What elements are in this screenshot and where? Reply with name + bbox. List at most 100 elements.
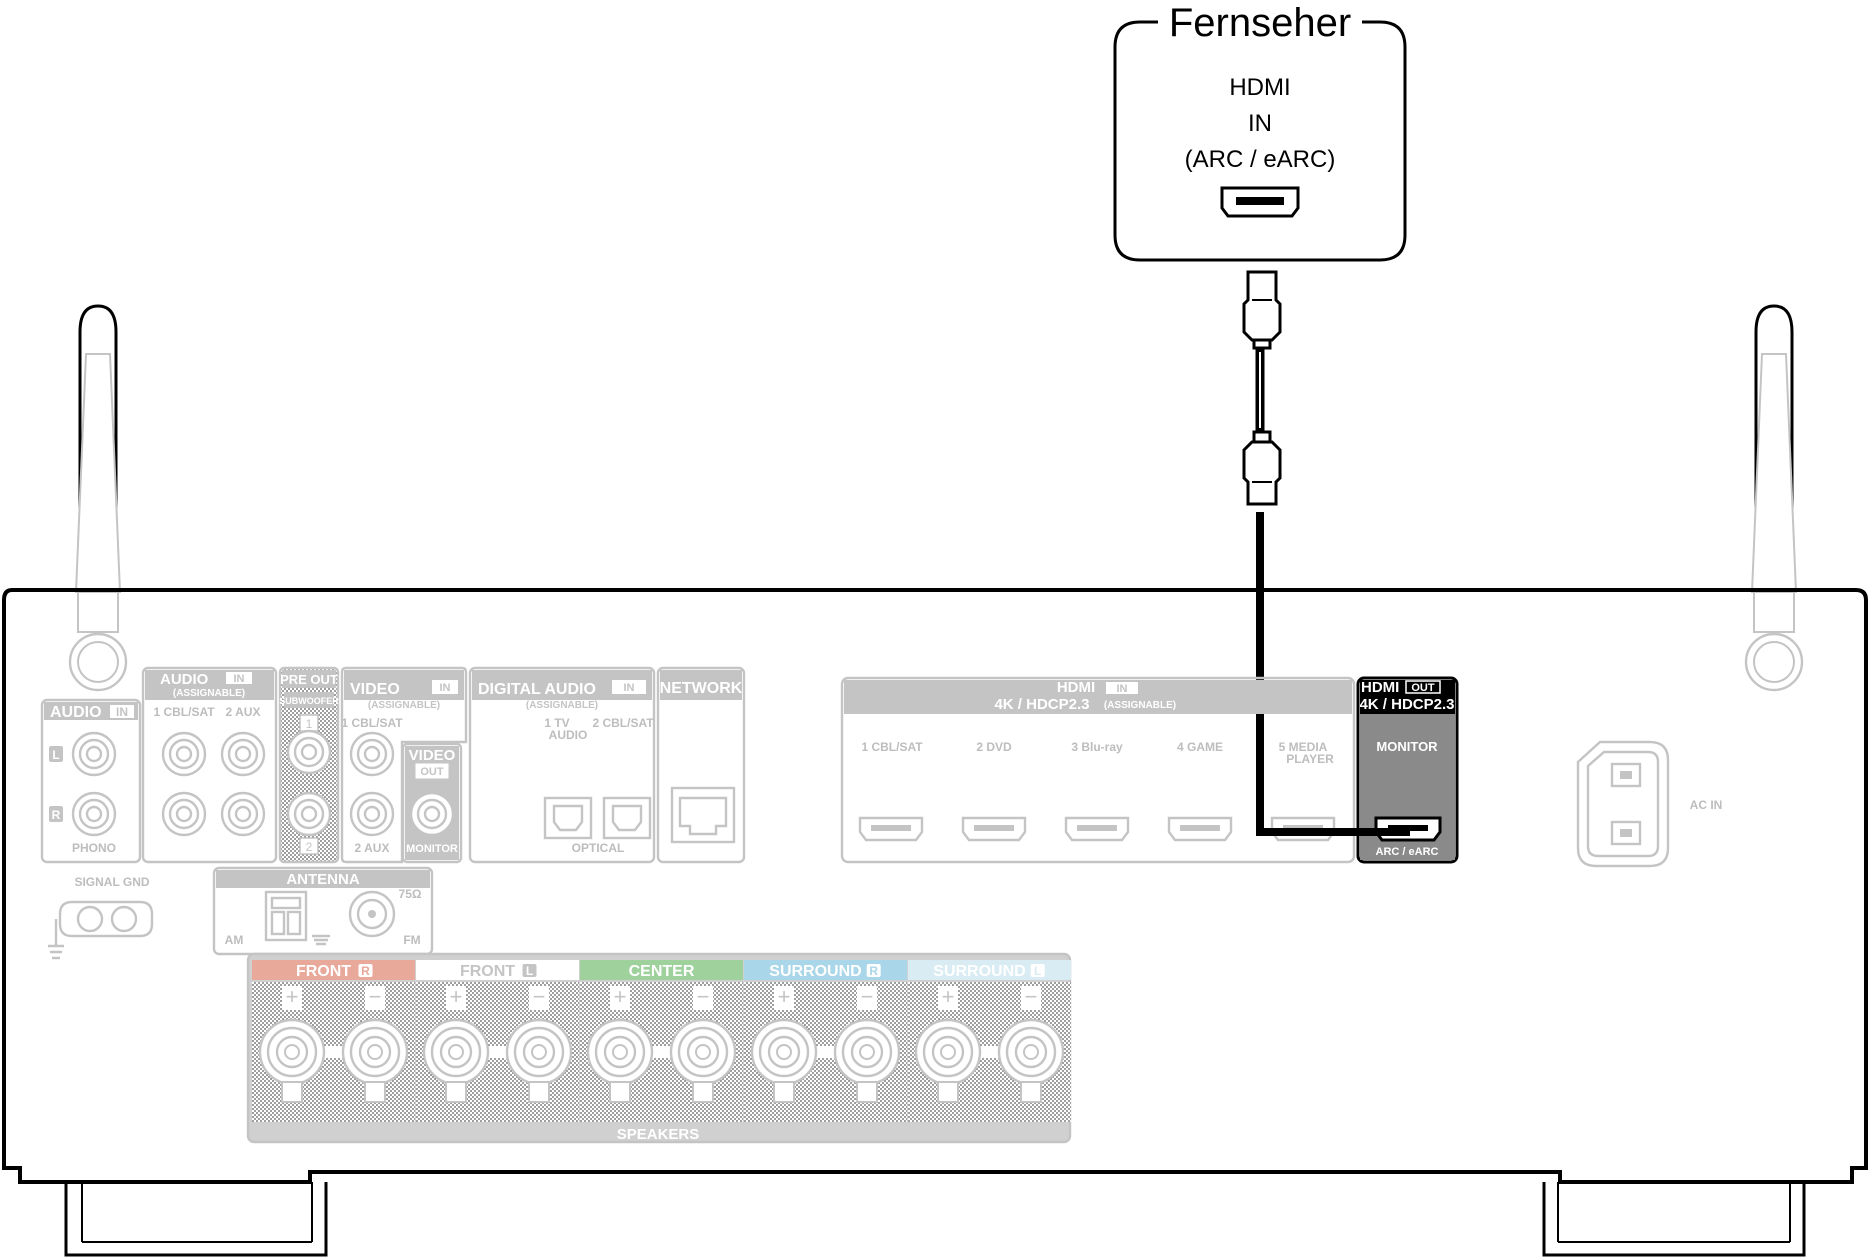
optical-label: OPTICAL — [572, 841, 625, 855]
audio-in-1-r-jack[interactable] — [161, 791, 207, 837]
hdmi-out-sub: 4K / HDCP2.3 — [1359, 696, 1454, 713]
speaker-side-label: R — [361, 964, 370, 978]
terminal-sign: + — [286, 984, 299, 1009]
tv-port-line1: HDMI — [1229, 74, 1290, 101]
positive-terminal[interactable]: + — [914, 984, 982, 1103]
hdmi-in-4-port[interactable] — [1167, 816, 1233, 842]
right-antenna — [1744, 304, 1804, 692]
digital-audio-j2-label: 2 CBL/SAT — [592, 716, 654, 730]
audio-in-badge: IN — [234, 673, 245, 685]
video-out-monitor-jack[interactable] — [409, 791, 455, 837]
video-in-title: VIDEO — [350, 681, 400, 698]
antenna-title: ANTENNA — [286, 871, 359, 888]
antenna-section: ANTENNA AM 75Ω FM — [212, 866, 434, 956]
digital-audio-j1-label: 1 TV — [544, 716, 569, 730]
subwoofer-2-jack[interactable] — [286, 791, 332, 837]
speaker-side-label: L — [526, 964, 533, 978]
speakers-title: SPEAKERS — [617, 1126, 700, 1143]
phono-badge: IN — [116, 705, 128, 719]
hdmi-in-sub: 4K / HDCP2.3 — [994, 696, 1089, 713]
digital-audio-sub: (ASSIGNABLE) — [526, 700, 598, 711]
network-port[interactable] — [670, 786, 736, 844]
terminal-sign: − — [533, 984, 546, 1009]
positive-terminal[interactable]: + — [586, 984, 654, 1103]
speaker-group-label: FRONT — [296, 963, 351, 980]
terminal-sign-bg — [938, 986, 958, 1010]
video-in-1-jack[interactable] — [349, 731, 395, 777]
optical-2-port[interactable] — [602, 796, 652, 840]
hdmi-in-port-label: 3 Blu-ray — [1071, 740, 1123, 754]
speaker-group-label: SURROUND — [933, 963, 1025, 980]
negative-terminal[interactable]: − — [505, 984, 573, 1103]
hdmi-in-badge: IN — [1117, 683, 1128, 695]
signal-gnd-terminal[interactable]: SIGNAL GND — [48, 875, 154, 960]
audio-in-2-r-jack[interactable] — [220, 791, 266, 837]
terminal-sign-bg — [365, 986, 385, 1010]
ac-in-label: AC IN — [1690, 798, 1723, 812]
positive-terminal[interactable]: + — [750, 984, 818, 1103]
terminal-sign: − — [697, 984, 710, 1009]
network-title: NETWORK — [660, 680, 743, 697]
video-in-section: VIDEO IN (ASSIGNABLE) 1 CBL/SAT 2 AUX — [340, 666, 468, 864]
hdmi-in-title: HDMI — [1057, 679, 1095, 696]
receiver-chassis — [2, 588, 1868, 1257]
phono-l-jack[interactable] — [71, 731, 117, 777]
video-in-2-jack[interactable] — [349, 791, 395, 837]
terminal-sign-bg — [282, 986, 302, 1010]
speaker-group: FRONT L + − — [416, 960, 579, 1122]
subwoofer-1-jack[interactable] — [286, 729, 332, 775]
negative-terminal[interactable]: − — [833, 984, 901, 1103]
hdmi-in-port-label: 2 DVD — [976, 740, 1012, 754]
am-antenna-terminal[interactable] — [264, 890, 330, 946]
speaker-group: FRONT R + − — [252, 960, 415, 1122]
positive-terminal[interactable]: + — [422, 984, 490, 1103]
tv-box: Fernseher HDMI IN (ARC / eARC) — [1113, 1, 1407, 262]
hdmi-in-2-port[interactable] — [961, 816, 1027, 842]
negative-terminal[interactable]: − — [997, 984, 1065, 1103]
terminal-sign-bg — [446, 986, 466, 1010]
video-in-sub: (ASSIGNABLE) — [368, 700, 440, 711]
negative-terminal[interactable]: − — [669, 984, 737, 1103]
terminal-sign-bg — [1021, 986, 1041, 1010]
antenna-fm-label: FM — [403, 933, 420, 947]
terminal-sign-bg — [529, 986, 549, 1010]
speaker-group-header — [908, 960, 1071, 980]
pre-out-section: PRE OUT SUBWOOFER 1 2 — [278, 666, 339, 864]
hdmi-out-port-label: ARC / eARC — [1376, 846, 1439, 858]
hdmi-in-1-port[interactable] — [858, 816, 924, 842]
fm-antenna-jack[interactable] — [348, 890, 396, 938]
speaker-group-label: CENTER — [629, 963, 695, 980]
speaker-group-label: FRONT — [460, 963, 515, 980]
hdmi-out-badge: OUT — [1411, 682, 1435, 694]
audio-in-sub: (ASSIGNABLE) — [173, 688, 245, 699]
negative-terminal[interactable]: − — [341, 984, 409, 1103]
audio-in-jack1-label: 1 CBL/SAT — [153, 705, 215, 719]
terminal-sign-bg — [693, 986, 713, 1010]
video-in-badge: IN — [440, 682, 451, 694]
terminal-sign-bg — [857, 986, 877, 1010]
pre-out-sub: SUBWOOFER — [279, 696, 339, 706]
audio-in-2-l-jack[interactable] — [220, 731, 266, 777]
audio-in-jack2-label: 2 AUX — [226, 705, 261, 719]
hdmi-in-3-port[interactable] — [1064, 816, 1130, 842]
speaker-side-badge — [866, 964, 881, 977]
left-antenna — [68, 304, 128, 692]
hdmi-in-port5-line2: PLAYER — [1286, 752, 1334, 766]
positive-terminal[interactable]: + — [258, 984, 326, 1103]
hdmi-in-port-label: 4 GAME — [1177, 740, 1223, 754]
audio-in-1-l-jack[interactable] — [161, 731, 207, 777]
terminal-sign: + — [778, 984, 791, 1009]
speaker-side-badge — [522, 964, 537, 977]
phono-r-label: R — [52, 808, 61, 822]
terminal-sign: − — [1025, 984, 1038, 1009]
optical-1-port[interactable] — [543, 796, 593, 840]
ac-in-section[interactable]: AC IN — [1576, 740, 1723, 868]
audio-in-title: AUDIO — [160, 671, 209, 688]
video-out-section: VIDEO OUT MONITOR — [401, 742, 463, 864]
pre-out-j1-label: 1 — [306, 717, 313, 731]
speaker-group: CENTER + − — [580, 960, 743, 1122]
phono-r-jack[interactable] — [71, 791, 117, 837]
